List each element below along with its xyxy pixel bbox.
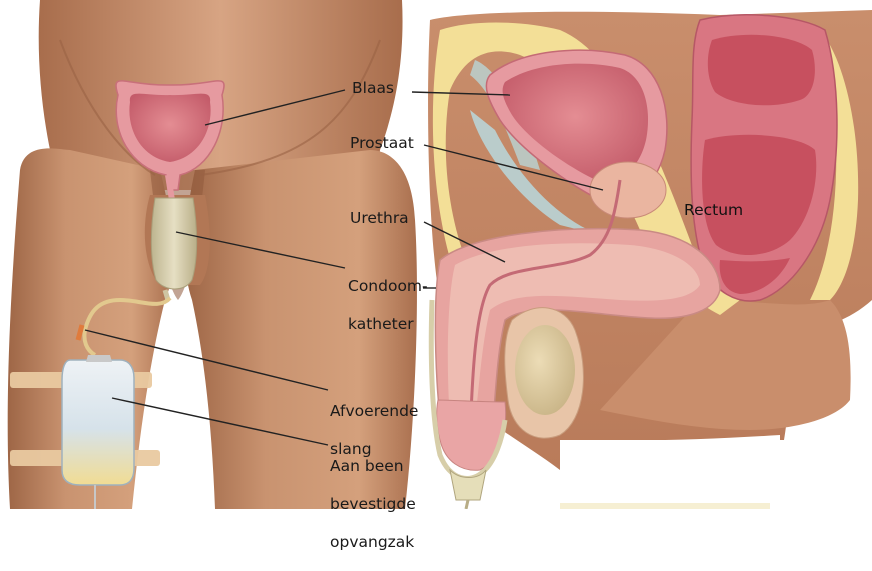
label-zak-line1: Aan been [330,457,416,476]
label-rectum: Rectum [684,201,743,220]
label-prostaat: Prostaat [350,134,414,153]
label-zak-line3: opvangzak [330,533,416,552]
label-zak-line2: bevestigde [330,495,416,514]
label-blaas: Blaas [352,79,394,98]
label-condoom-line2: katheter [348,315,428,334]
label-opvangzak: Aan been bevestigde opvangzak [330,438,416,571]
sagittal-view-figure [428,10,872,509]
label-condoom-line1: Condoom- [348,277,428,296]
label-condoom-katheter: Condoom- katheter [348,258,428,353]
anatomy-illustration [0,0,872,509]
label-urethra: Urethra [350,209,409,228]
testis [505,308,584,438]
label-afvoer-line1: Afvoerende [330,402,418,421]
